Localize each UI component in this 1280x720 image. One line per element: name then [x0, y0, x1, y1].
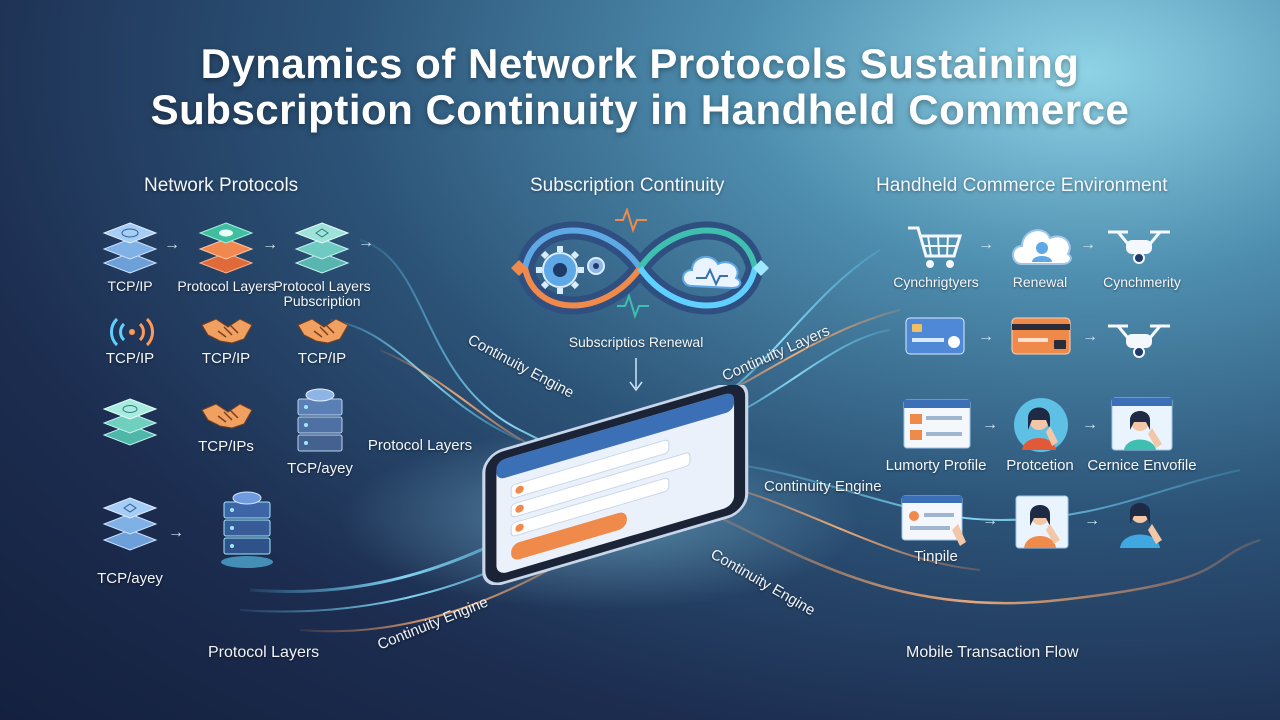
arrow-icon: → — [358, 234, 374, 251]
cloud-user-icon — [1012, 229, 1072, 265]
label-protocol-layers-2: Protocol Layers — [273, 278, 371, 294]
cloud-icon — [682, 255, 742, 290]
section-subscription-continuity: Subscription Continuity — [530, 175, 725, 196]
title-line-1: Dynamics of Network Protocols Sustaining — [200, 40, 1080, 87]
section-network-protocols: Network Protocols — [144, 175, 299, 196]
label-subscriptios-renewal: Subscriptios Renewal — [568, 334, 704, 350]
payment-card-icon — [1011, 317, 1071, 355]
flow-line-orange-1 — [379, 349, 541, 451]
label-protocol-layers-bottom: Protocol Layers — [208, 644, 320, 661]
label-tcpip-1: TCP/IP — [107, 278, 153, 294]
drone-icon — [1108, 324, 1170, 358]
wireless-signal-icon — [110, 317, 154, 347]
label-mobile-transaction-flow: Mobile Transaction Flow — [906, 644, 1079, 661]
person-screen-icon — [1111, 397, 1173, 451]
pubscription-stack-icon — [294, 222, 350, 274]
smartphone-icon — [482, 385, 749, 585]
label-tcp-ayey-2: TCP/ayey — [97, 570, 163, 587]
label-continuity-engine-2: Continuity Engine — [764, 478, 882, 495]
arrow-icon: → — [982, 512, 998, 529]
arrow-icon: → — [262, 236, 278, 253]
label-protocol-layers-3: Protocol Layers — [367, 437, 473, 454]
title-line-2: Subscription Continuity in Handheld Comm… — [150, 86, 1130, 133]
arrow-icon: → — [982, 416, 998, 433]
tinpile-window-icon — [901, 495, 966, 546]
protocol-stack-icon — [102, 222, 158, 274]
gear-icon — [536, 246, 605, 294]
arrow-icon: → — [978, 328, 994, 345]
label-tcpip-4: TCP/IP — [297, 350, 347, 367]
label-renewal: Renewal — [1012, 274, 1068, 290]
infinity-loop-icon — [511, 208, 769, 320]
arrow-icon: → — [1080, 236, 1096, 253]
down-arrow — [629, 358, 643, 392]
person-card-icon — [1015, 495, 1069, 549]
flow-line-orange-2 — [679, 498, 1261, 605]
arrow-icon: → — [1084, 512, 1100, 529]
label-tcpip-3: TCP/IP — [201, 350, 251, 367]
credit-card-icon — [905, 317, 965, 355]
arrow-icon: → — [168, 524, 184, 541]
label-cynchrigtyers: Cynchrigtyers — [893, 274, 979, 290]
server-rack-icon — [297, 388, 343, 452]
arrow-icon: → — [1082, 328, 1098, 345]
handshake-icon — [297, 318, 349, 344]
shopping-cart-icon — [908, 226, 963, 268]
label-protcetion: Protcetion — [1006, 457, 1074, 474]
flow-line-blue-7 — [699, 459, 1241, 522]
label-tcp-ayey-1: TCP/ayey — [287, 460, 353, 477]
label-cynchmerity: Cynchmerity — [1103, 274, 1181, 290]
arrow-icon: → — [978, 236, 994, 253]
arrow-icon: → — [1082, 416, 1098, 433]
drone-icon — [1108, 230, 1170, 264]
glowing-server-icon — [221, 491, 273, 568]
protocol-layers-icon — [198, 222, 254, 274]
label-lumorty-profile: Lumorty Profile — [885, 457, 987, 474]
label-pubscription: Pubscription — [283, 293, 361, 309]
arrow-icon: → — [164, 236, 180, 253]
handshake-icon — [201, 318, 253, 344]
profile-window-icon — [903, 399, 971, 449]
handshake-icon — [201, 403, 253, 429]
label-tcpips: TCP/IPs — [198, 438, 254, 455]
label-protocol-layers-1: Protocol Layers — [177, 278, 275, 294]
protocol-stack-icon — [102, 497, 158, 551]
label-tinpile: Tinpile — [914, 548, 958, 565]
teal-stack-icon — [102, 398, 158, 446]
label-cernice-envofile: Cernice Envofile — [1087, 457, 1197, 474]
label-tcpip-2: TCP/IP — [105, 350, 155, 367]
person-icon — [1120, 503, 1162, 548]
person-touch-icon — [1014, 398, 1068, 452]
section-handheld-commerce: Handheld Commerce Environment — [876, 175, 1168, 196]
